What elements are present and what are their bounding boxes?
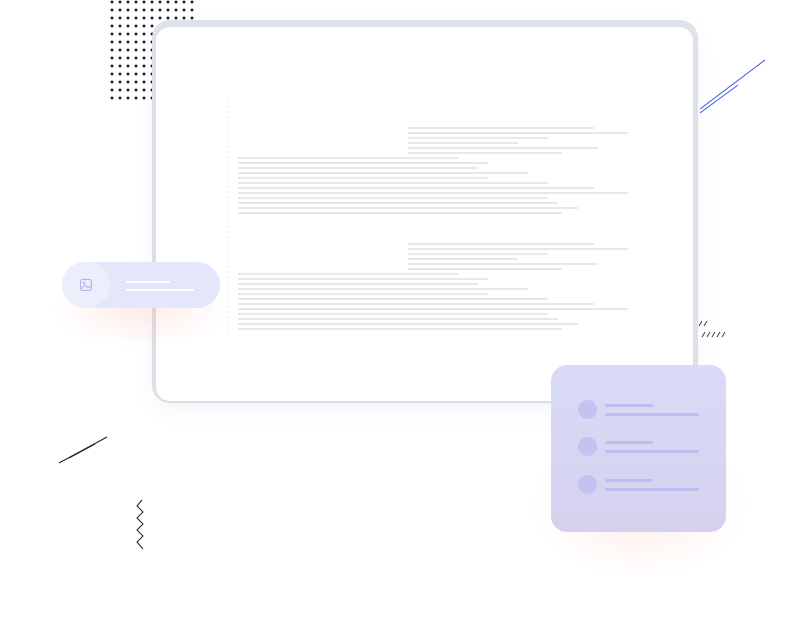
list-item-title-line: [605, 404, 653, 407]
list-item-sub-line: [605, 450, 699, 453]
list-item-sub-line: [605, 488, 699, 491]
list-item-title-line: [605, 441, 653, 444]
image-icon: [79, 278, 93, 292]
main-window: [156, 27, 693, 401]
pill-icon-container: [62, 262, 110, 308]
list-item-dot: [578, 400, 597, 419]
dash-decoration: [698, 320, 726, 338]
list-item-sub-line: [605, 413, 699, 416]
list-item-title-line: [605, 479, 653, 482]
zigzag-decoration: [136, 499, 144, 550]
pill-text-line-2: [126, 289, 194, 291]
slash-lines-decoration: [58, 436, 108, 464]
list-item-dot: [578, 475, 597, 494]
list-item-dot: [578, 437, 597, 456]
pill-text-line-1: [126, 281, 170, 283]
code-text-placeholder: [227, 96, 628, 334]
blue-lines-decoration: [699, 59, 766, 114]
